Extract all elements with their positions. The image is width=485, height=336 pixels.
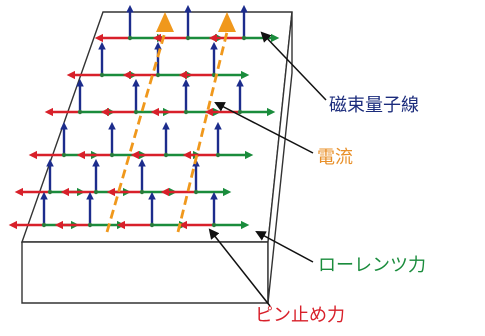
vortex-core [211,222,217,228]
current-label: 電流 [317,147,353,168]
vortex [54,191,126,230]
vortex-core [47,189,53,195]
current-arrowhead [156,12,174,32]
current-dash [176,31,229,233]
current-dash [105,31,167,233]
vortex [182,121,254,160]
vortex-core [241,35,247,41]
vortex-core [127,35,133,41]
vortex-core [139,189,145,195]
lorentz-pointer [255,231,314,263]
vortex-core [99,72,105,78]
flux-pointer [260,31,327,101]
vortex-core [87,222,93,228]
vortex-core [185,35,191,41]
vortex-core [237,109,243,115]
current-arrowhead [218,12,236,32]
vortex-core [41,222,47,228]
current-pointer [214,102,314,154]
vortex-core [155,72,161,78]
vortex-core [109,152,115,158]
vortex [116,191,188,230]
vortex-core [183,109,189,115]
vortex-core [61,152,67,158]
pinning-force-label: ピン止め力 [255,305,345,326]
vortex-core [215,152,221,158]
vortex-core [77,109,83,115]
vortex-core [93,189,99,195]
vortex [178,191,250,230]
vortex [160,158,232,197]
vortex [130,121,202,160]
current-group [105,12,236,233]
current-line [176,12,236,233]
vortex [76,121,148,160]
pointer-group [208,31,327,307]
vortex-core [149,222,155,228]
vortex-core [163,152,169,158]
vortex [178,41,250,80]
flux-quantum-label: 磁束量子線 [329,95,419,116]
slab-front-face [21,241,269,304]
lorentz-force-label: ローレンツ力 [318,255,426,276]
current-line [105,12,174,233]
pinning-pointer [208,228,271,307]
vortex-core [193,189,199,195]
vortex-core [133,109,139,115]
